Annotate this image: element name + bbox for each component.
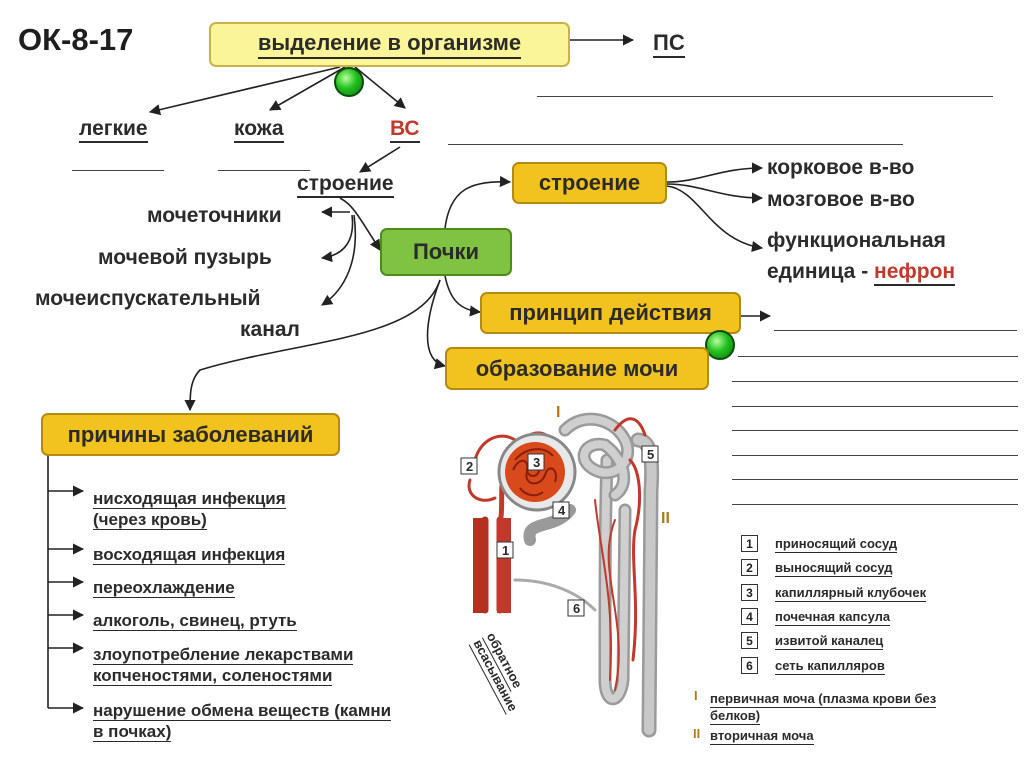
disease-item: нисходящая инфекция(через кровь) [93,489,286,530]
structure-left-label: строение [297,172,394,198]
disease-item: восходящая инфекция [93,545,286,565]
nephron-illustration [460,412,660,738]
bladder-label: мочевой пузырь [98,246,272,269]
nephron-label: нефрон [874,260,956,286]
answer-line [537,96,993,97]
answer-line [218,170,310,171]
answer-line [732,455,1018,456]
urine-formation-label: образование мочи [475,355,679,381]
urethra-label-2: канал [240,318,300,341]
disease-item: алкоголь, свинец, ртуть [93,611,297,631]
cortex-label: корковое в-во [767,156,915,179]
primary-urine-mark: I [694,688,698,703]
principle-box[interactable]: принцип действия [480,292,741,334]
answer-line [448,144,903,145]
medulla-label: мозговое в-во [767,188,915,211]
answer-line [732,504,1018,505]
disease-item: переохлаждение [93,578,235,598]
callout-1: 1 [502,543,510,558]
answer-line [774,330,1017,331]
primary-urine-text: первичная моча (плазма крови без белков) [710,691,937,725]
kidneys-label: Почки [412,239,479,264]
urine-formation-box[interactable]: образование мочи [445,347,709,390]
legend-number: 4 [741,608,758,625]
diseases-box[interactable]: причины заболеваний [41,413,340,456]
diseases-label: причины заболеваний [67,421,314,447]
answer-line [732,381,1018,382]
callout-4: 4 [558,503,566,518]
legend-text: почечная капсула [775,609,891,626]
excretion-label: выделение в организме [257,30,522,59]
functional-unit-label: функциональная [767,229,946,252]
callout-6: 6 [573,601,581,616]
legend-number: 5 [741,632,758,649]
functional-unit-label-2: единица - нефрон [767,260,956,286]
lungs-label: легкие [79,117,148,143]
structure-box-label: строение [538,170,641,195]
principle-label: принцип действия [509,300,712,325]
excretion-box[interactable]: выделение в организме [209,22,570,67]
secondary-urine-mark: II [693,726,701,741]
legend-text: выносящий сосуд [775,560,893,577]
indicator-dot [705,330,735,360]
skin-label: кожа [234,117,284,143]
roman-one-label: I [556,404,561,421]
indicator-dot [334,67,364,97]
legend-text: извитой каналец [775,633,884,650]
secondary-urine-text: вторичная моча [710,728,814,745]
vs-label: ВС [390,117,420,143]
callout-2: 2 [466,459,474,474]
legend-number: 1 [741,535,758,552]
callout-3: 3 [533,455,541,470]
legend-number: 2 [741,559,758,576]
answer-line [72,170,164,171]
answer-line [738,356,1018,357]
structure-box[interactable]: строение [512,162,667,204]
roman-two-label: II [661,510,670,527]
answer-line [732,430,1018,431]
legend-text: сеть капилляров [775,658,885,675]
answer-line [732,479,1018,480]
answer-line [732,406,1018,407]
legend-text: приносящий сосуд [775,536,898,553]
legend-number: 6 [741,657,758,674]
kidneys-box[interactable]: Почки [380,228,512,276]
urethra-label-1: мочеиспускательный [35,287,261,310]
ureters-label: мочеточники [147,204,282,227]
legend-text: капиллярный клубочек [775,585,927,602]
callout-5: 5 [647,447,655,462]
ps-label: ПС [653,30,685,58]
legend-number: 3 [741,584,758,601]
page-title: ОК-8-17 [18,22,134,57]
